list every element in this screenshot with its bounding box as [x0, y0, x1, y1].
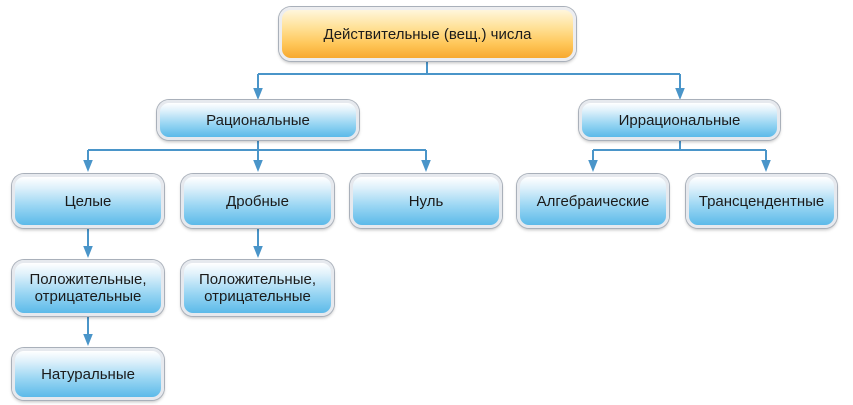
node-rational: Рациональные: [157, 100, 359, 140]
edge-root-split: [258, 60, 680, 75]
node-zero: Нуль: [350, 174, 502, 228]
node-fractions-pos-neg-label: Положительные, отрицательные: [199, 271, 316, 305]
node-fractions: Дробные: [181, 174, 334, 228]
node-integers-pos-neg-label: Положительные, отрицательные: [29, 271, 147, 305]
node-rational-label: Рациональные: [206, 111, 310, 129]
node-irrational: Иррациональные: [579, 100, 780, 140]
node-natural: Натуральные: [12, 348, 164, 400]
node-algebraic: Алгебраические: [517, 174, 669, 228]
node-natural-label: Натуральные: [41, 365, 135, 383]
node-transcendental-label: Трансцендентные: [698, 192, 825, 210]
node-fractions-label: Дробные: [226, 192, 289, 210]
edge-rational-split: [88, 140, 426, 151]
node-integers-label: Целые: [64, 192, 112, 210]
node-zero-label: Нуль: [408, 192, 444, 210]
node-transcendental: Трансцендентные: [686, 174, 837, 228]
edge-irrational-split: [593, 140, 766, 151]
node-algebraic-label: Алгебраические: [536, 192, 650, 210]
node-irrational-label: Иррациональные: [618, 111, 741, 129]
node-real-numbers: Действительные (вещ.) числа: [279, 7, 576, 61]
node-fractions-pos-neg: Положительные, отрицательные: [181, 260, 334, 316]
node-integers-pos-neg: Положительные, отрицательные: [12, 260, 164, 316]
node-integers: Целые: [12, 174, 164, 228]
node-real-numbers-label: Действительные (вещ.) числа: [323, 25, 532, 43]
